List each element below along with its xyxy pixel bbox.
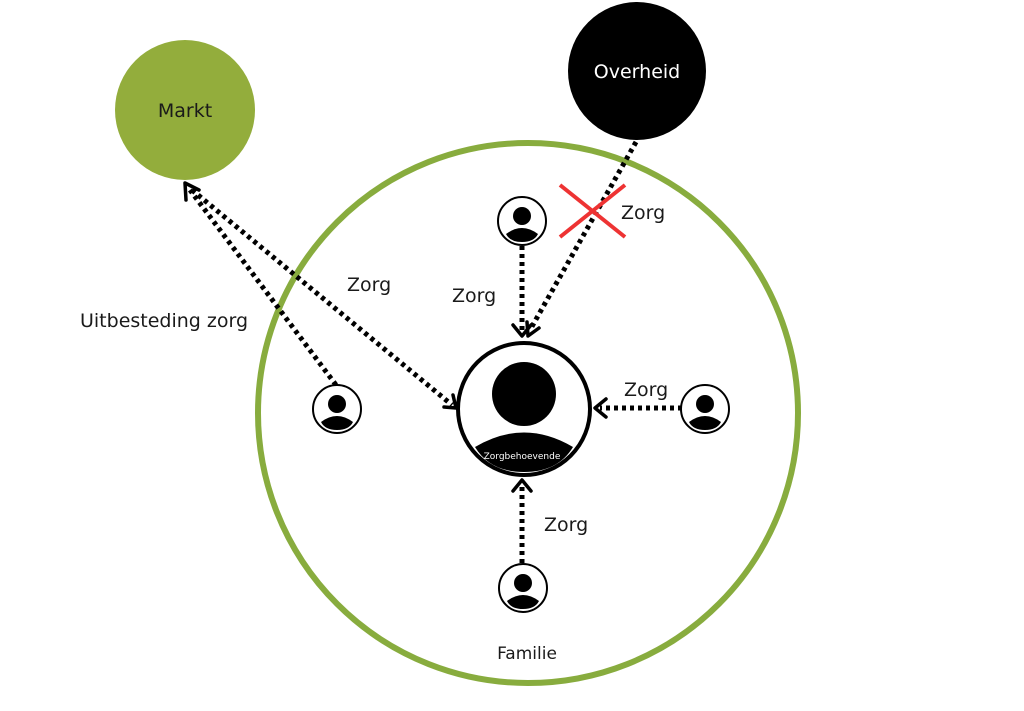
edge-uitbesteding-arrowhead	[183, 181, 201, 202]
markt-circle	[115, 40, 255, 180]
markt-node: Markt	[115, 40, 255, 180]
label-zorg-top-person: Zorg	[452, 285, 496, 307]
familie-label: Familie	[497, 644, 557, 664]
center-person-head	[492, 362, 556, 426]
overheid-circle	[568, 2, 706, 140]
person-icon	[497, 196, 547, 246]
edge-right-person-arrowhead	[593, 397, 608, 419]
edge-markt-center-line	[190, 188, 454, 407]
edge-uitbesteding-line	[187, 188, 339, 387]
label-zorg-markt-center: Zorg	[347, 274, 391, 296]
edge-bottom-person-arrowhead	[511, 478, 533, 493]
label-uitbesteding-zorg: Uitbesteding zorg	[80, 310, 248, 332]
markt-label: Markt	[158, 100, 212, 122]
center-person-body	[475, 432, 573, 472]
label-zorg-overheid: Zorg	[621, 202, 665, 224]
person-icon	[680, 384, 730, 434]
edge-overheid-arrowhead	[525, 320, 541, 338]
label-zorg-right-person: Zorg	[624, 379, 668, 401]
edge-markt-center-arrowhead-end	[442, 393, 458, 410]
overheid-label: Overheid	[594, 61, 680, 83]
edge-overheid-line	[527, 140, 639, 332]
overheid-node: Overheid	[568, 2, 706, 140]
familie-ring	[255, 140, 801, 686]
blocked-cross-icon	[558, 183, 627, 239]
center-node: Zorgbehoevende	[456, 341, 592, 477]
center-label: Zorgbehoevende	[484, 452, 561, 462]
person-icon	[312, 384, 362, 434]
label-zorg-bottom-person: Zorg	[544, 514, 588, 536]
person-icon	[498, 563, 548, 613]
